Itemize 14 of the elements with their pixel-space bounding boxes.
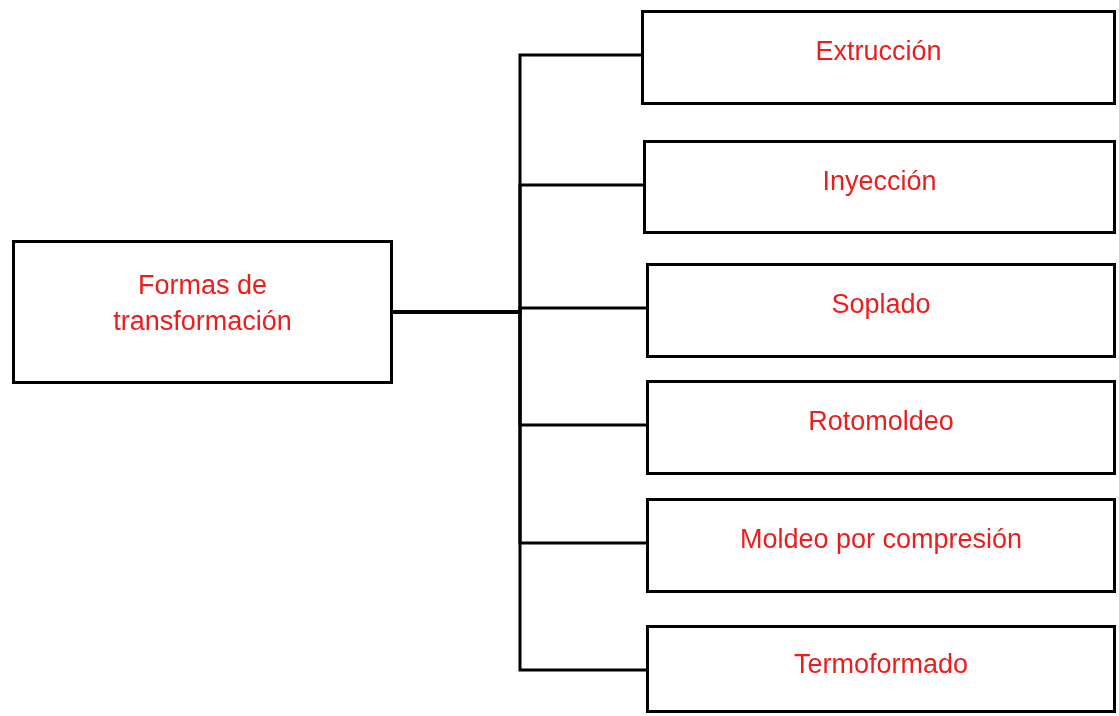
process-box bbox=[643, 140, 1116, 234]
box-label: Soplado bbox=[830, 288, 932, 321]
process-box bbox=[646, 380, 1116, 475]
process-box bbox=[646, 498, 1116, 593]
process-box bbox=[641, 10, 1116, 105]
box-label: Inyección bbox=[821, 165, 938, 198]
process-box bbox=[646, 625, 1116, 713]
box-label: Extrucción bbox=[814, 35, 943, 68]
box-label: Formas de transformación bbox=[112, 269, 293, 339]
root-box bbox=[12, 240, 393, 384]
box-label: Moldeo por compresión bbox=[738, 523, 1024, 556]
box-label: Termoformado bbox=[792, 648, 970, 681]
box-label: Rotomoldeo bbox=[807, 405, 955, 438]
process-box bbox=[646, 263, 1116, 358]
